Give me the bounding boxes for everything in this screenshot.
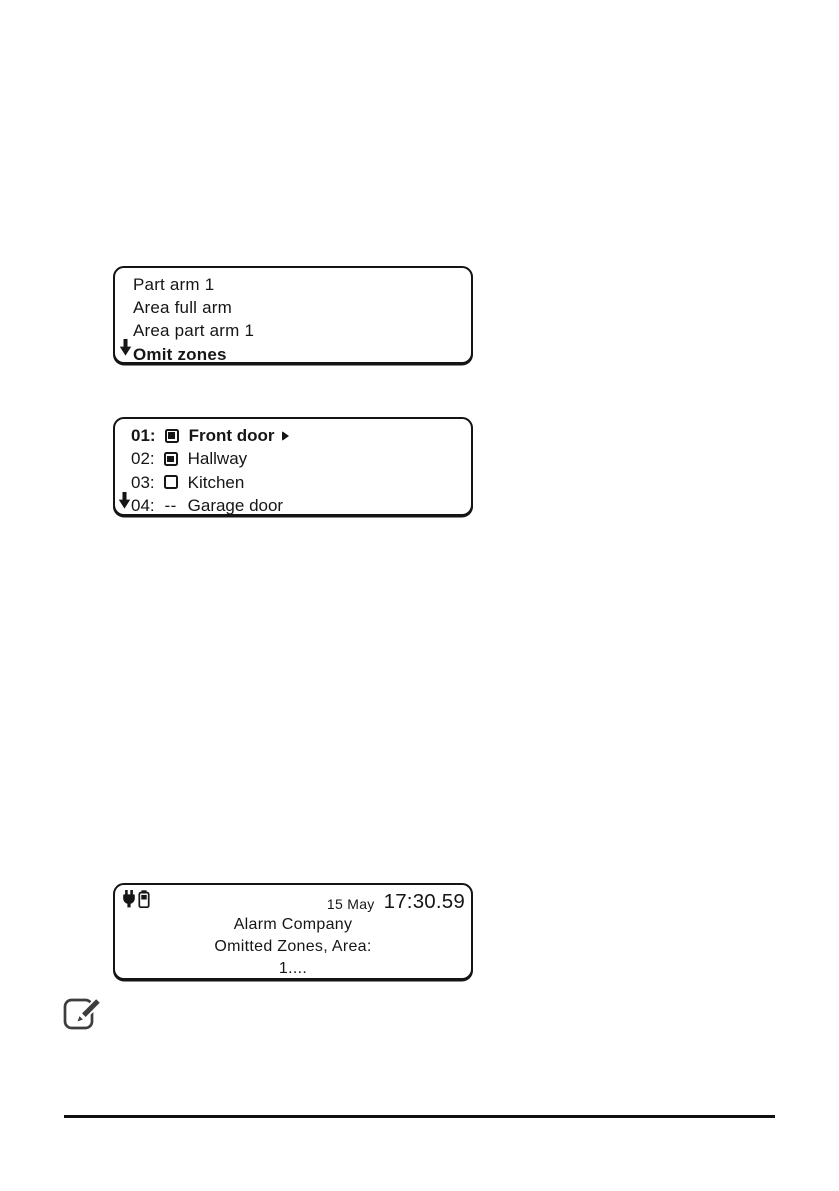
zone-not-omitted-icon bbox=[163, 475, 179, 490]
note-pencil-icon bbox=[61, 991, 103, 1035]
status-icons bbox=[121, 890, 150, 908]
status-header: 15 May 17:30.59 bbox=[121, 888, 465, 914]
lcd-screen-zones: 01: Front door 02: Hallway 03: Kitchen 0… bbox=[113, 417, 473, 516]
submenu-arrow-icon bbox=[281, 430, 289, 441]
lcd-screen-status: 15 May 17:30.59 Alarm Company Omitted Zo… bbox=[113, 883, 473, 980]
zone-row: 02: Hallway bbox=[131, 447, 463, 470]
zone-number: 02: bbox=[131, 449, 155, 469]
zone-name: Front door bbox=[188, 426, 275, 445]
status-date: 15 May bbox=[326, 896, 375, 912]
zone-row: 03: Kitchen bbox=[131, 471, 463, 494]
status-line-omitted: Omitted Zones, Area: bbox=[214, 938, 372, 955]
status-line-areas: 1.... bbox=[278, 960, 308, 977]
zone-number: 01: bbox=[131, 426, 156, 445]
zone-name: Kitchen bbox=[187, 472, 245, 492]
zone-number: 03: bbox=[131, 472, 155, 492]
menu-item: Part arm 1 bbox=[133, 275, 215, 294]
scroll-down-icon bbox=[118, 492, 131, 509]
zone-not-omittable-marker: -- bbox=[164, 495, 177, 515]
zone-omitted-icon bbox=[163, 451, 179, 466]
zone-number: 04: bbox=[131, 495, 155, 515]
zone-omitted-icon bbox=[164, 428, 180, 443]
menu-item-selected: Omit zones bbox=[133, 344, 227, 364]
zone-name: Hallway bbox=[187, 449, 248, 469]
zone-name: Garage door bbox=[187, 495, 284, 515]
menu-item: Area full arm bbox=[133, 298, 232, 318]
scroll-down-icon bbox=[119, 339, 132, 356]
power-plug-icon bbox=[123, 890, 135, 908]
footer-divider bbox=[64, 1115, 775, 1118]
status-line-company: Alarm Company bbox=[233, 916, 353, 933]
status-time: 17:30.59 bbox=[383, 890, 465, 913]
lcd-screen-menu: Part arm 1 Area full arm Area part arm 1… bbox=[113, 266, 473, 364]
zone-row: 01: Front door bbox=[131, 424, 463, 447]
zone-row: 04: -- Garage door bbox=[131, 494, 463, 517]
menu-item: Area part arm 1 bbox=[133, 321, 255, 341]
status-message: Alarm Company Omitted Zones, Area: 1.... bbox=[121, 914, 465, 980]
battery-icon bbox=[138, 890, 150, 908]
